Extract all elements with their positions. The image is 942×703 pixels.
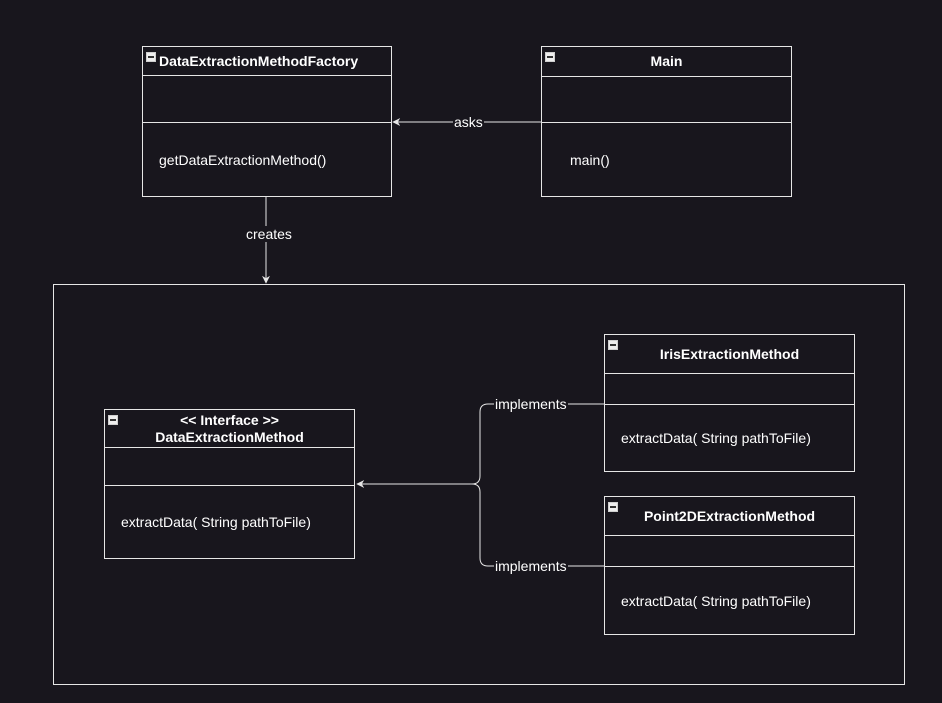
collapse-icon[interactable] [608,502,618,512]
factory-operation: getDataExtractionMethod() [159,151,327,168]
point2d-operations: extractData( String pathToFile) [605,567,854,634]
asks-label: asks [453,114,484,130]
iris-operation: extractData( String pathToFile) [621,430,811,446]
implements-iris-label: implements [494,396,568,412]
factory-operations: getDataExtractionMethod() [143,123,391,196]
factory-name: DataExtractionMethodFactory [159,52,359,69]
main-name: Main [650,53,683,69]
point2d-class[interactable]: Point2DExtractionMethod extractData( Str… [604,496,855,635]
interface-operation: extractData( String pathToFile) [121,514,311,530]
point2d-operation: extractData( String pathToFile) [621,592,811,609]
iris-class[interactable]: IrisExtractionMethod extractData( String… [604,334,855,472]
main-class[interactable]: Main main() [541,46,792,197]
collapse-icon[interactable] [608,340,618,350]
interface-stereotype: << Interface >> [180,411,279,428]
collapse-icon[interactable] [146,52,156,62]
iris-attributes [605,373,854,405]
interface-operations: extractData( String pathToFile) [105,486,354,558]
implements-point2d-label: implements [494,558,568,574]
main-operations: main() [542,123,791,196]
creates-label: creates [245,226,293,242]
collapse-icon[interactable] [545,52,555,62]
interface-name: DataExtractionMethod [155,428,304,445]
point2d-header: Point2DExtractionMethod [605,497,854,536]
iris-operations: extractData( String pathToFile) [605,405,854,471]
point2d-attributes [605,535,854,567]
collapse-icon[interactable] [108,415,118,425]
interface-class[interactable]: << Interface >> DataExtractionMethod ext… [104,409,355,559]
main-attributes [542,76,791,123]
iris-header: IrisExtractionMethod [605,335,854,374]
point2d-name: Point2DExtractionMethod [643,507,816,524]
factory-header: DataExtractionMethodFactory [143,47,391,76]
factory-attributes [143,76,391,123]
interface-header: << Interface >> DataExtractionMethod [105,410,354,448]
main-operation: main() [570,151,610,168]
main-header: Main [542,47,791,77]
factory-class[interactable]: DataExtractionMethodFactory getDataExtra… [142,46,392,197]
iris-name: IrisExtractionMethod [659,345,800,362]
interface-attributes [105,447,354,486]
